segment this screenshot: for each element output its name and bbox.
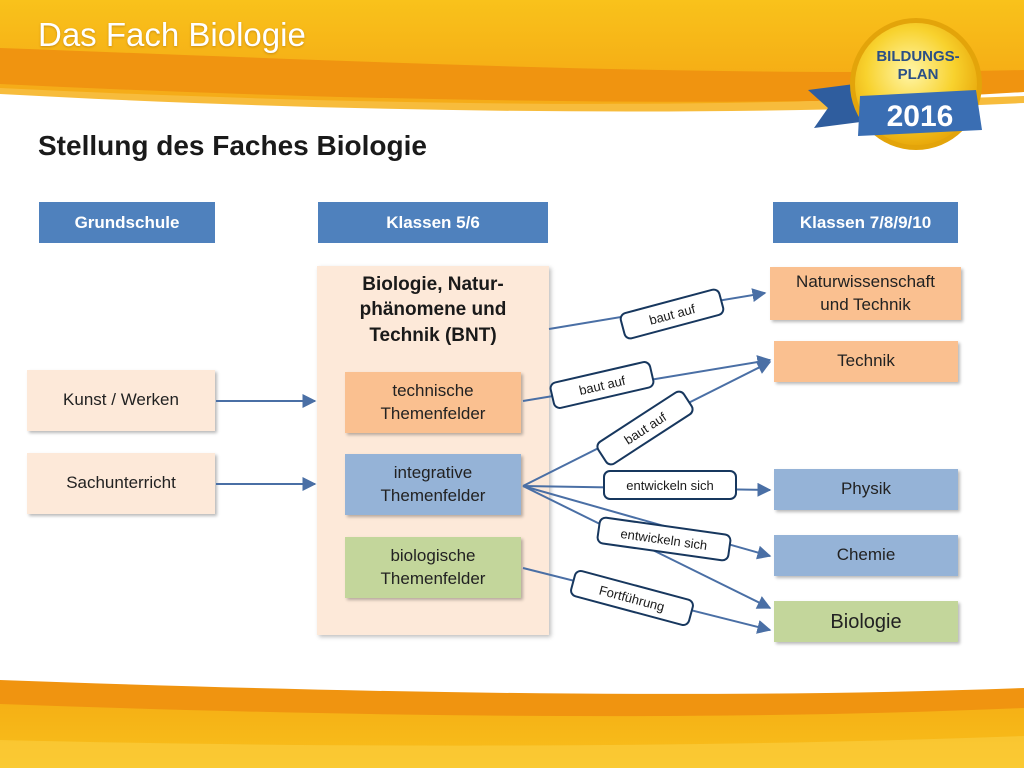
top-orange-swoosh bbox=[0, 48, 1024, 104]
slide-subtitle: Stellung des Faches Biologie bbox=[38, 130, 427, 161]
technisch-line2: Themenfelder bbox=[380, 403, 486, 423]
header-klassen-7-10: Klassen 7/8/9/10 bbox=[773, 202, 958, 243]
box-biologische-themenfelder: biologische Themenfelder bbox=[345, 537, 521, 598]
bildungsplan-2016-badge: BILDUNGS- PLAN 2016 bbox=[808, 18, 982, 150]
label-entwickeln-physik: entwickeln sich bbox=[603, 470, 737, 500]
technisch-line1: technische bbox=[392, 381, 474, 401]
integrativ-line2: Themenfelder bbox=[380, 485, 486, 505]
box-biologie: Biologie bbox=[774, 601, 958, 642]
box-integrative-themenfelder: integrative Themenfelder bbox=[345, 454, 521, 515]
box-physik: Physik bbox=[774, 469, 958, 510]
nwt-line1: Naturwissenschaft bbox=[796, 272, 935, 292]
box-chemie: Chemie bbox=[774, 535, 958, 576]
header-klassen-5-6: Klassen 5/6 bbox=[318, 202, 548, 243]
box-naturwissenschaft-und-technik: Naturwissenschaft und Technik bbox=[770, 267, 961, 320]
bnt-title-line1: Biologie, Natur- bbox=[362, 274, 504, 295]
bnt-title: Biologie, Natur- phänomene und Technik (… bbox=[317, 272, 549, 348]
box-technische-themenfelder: technische Themenfelder bbox=[345, 372, 521, 433]
bnt-title-line3: Technik (BNT) bbox=[369, 324, 497, 346]
box-sachunterricht: Sachunterricht bbox=[27, 453, 215, 514]
badge-year: 2016 bbox=[887, 100, 954, 133]
header-grundschule: Grundschule bbox=[39, 202, 215, 243]
badge-line1: BILDUNGS- bbox=[876, 48, 959, 65]
box-kunst-werken: Kunst / Werken bbox=[27, 370, 215, 431]
biologisch-line1: biologische bbox=[390, 546, 476, 566]
slide-title: Das Fach Biologie bbox=[38, 16, 306, 53]
bnt-title-line2: phänomene und bbox=[359, 299, 507, 321]
nwt-line2: und Technik bbox=[820, 294, 911, 314]
badge-line2: PLAN bbox=[898, 66, 939, 83]
biologisch-line2: Themenfelder bbox=[380, 568, 486, 588]
box-technik: Technik bbox=[774, 341, 958, 382]
integrativ-line1: integrative bbox=[393, 463, 473, 483]
bottom-orange-swoosh bbox=[0, 680, 1024, 721]
